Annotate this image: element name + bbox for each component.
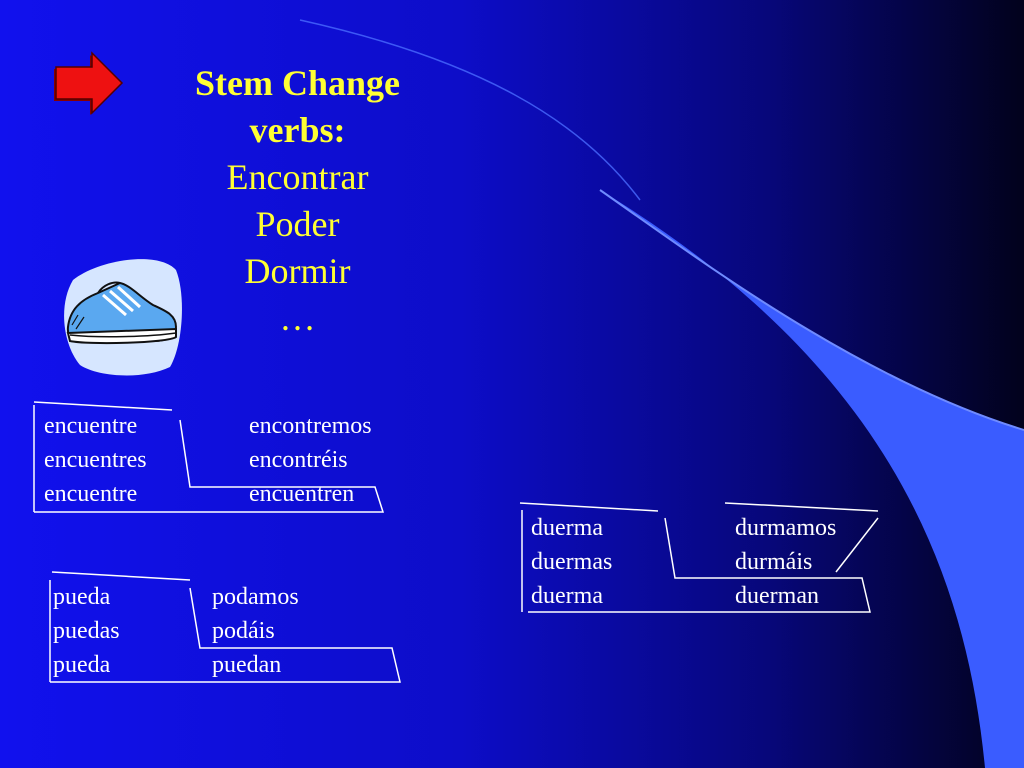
verb-dormir: Dormir: [244, 251, 351, 291]
conjugation-encontrar-singular: encuentre encuentres encuentre: [44, 409, 147, 511]
conj-form: duerman: [735, 583, 819, 609]
verb-poder: Poder: [255, 204, 340, 244]
conjugation-dormir-plural: durmamos durmáis duerman: [735, 511, 836, 613]
title-line-2: verbs:: [249, 110, 346, 150]
conj-form: duermas: [531, 549, 613, 575]
conj-form: encontremos: [249, 413, 372, 439]
right-arrow-icon: [54, 51, 124, 115]
conjugation-poder-plural: podamos podáis puedan: [212, 580, 299, 682]
conj-form: puedan: [212, 652, 282, 678]
conj-form: durmamos: [735, 515, 837, 541]
sneaker-icon: [64, 259, 182, 376]
conj-form: encuentre: [44, 413, 138, 439]
title-line-1: Stem Change: [195, 63, 400, 103]
conjugation-poder-singular: pueda puedas pueda: [53, 580, 120, 682]
slide-title-block: Stem Change verbs: Encontrar Poder Dormi…: [150, 60, 445, 342]
conj-form: encuentre: [44, 481, 138, 507]
conjugation-dormir-singular: duerma duermas duerma: [531, 511, 612, 613]
conj-form: durmáis: [735, 549, 813, 575]
conj-form: puedas: [53, 618, 120, 644]
conj-form: duerma: [531, 583, 603, 609]
conj-form: encontréis: [249, 447, 348, 473]
verb-encontrar: Encontrar: [226, 157, 369, 197]
conj-form: pueda: [53, 584, 111, 610]
conj-form: encuentres: [44, 447, 147, 473]
conj-form: duerma: [531, 515, 603, 541]
conjugation-encontrar-plural: encontremos encontréis encuentren: [249, 409, 372, 511]
conj-form: podáis: [212, 618, 275, 644]
verb-ellipsis: …: [279, 298, 316, 338]
conj-form: pueda: [53, 652, 111, 678]
conj-form: podamos: [212, 584, 299, 610]
conj-form: encuentren: [249, 481, 355, 507]
